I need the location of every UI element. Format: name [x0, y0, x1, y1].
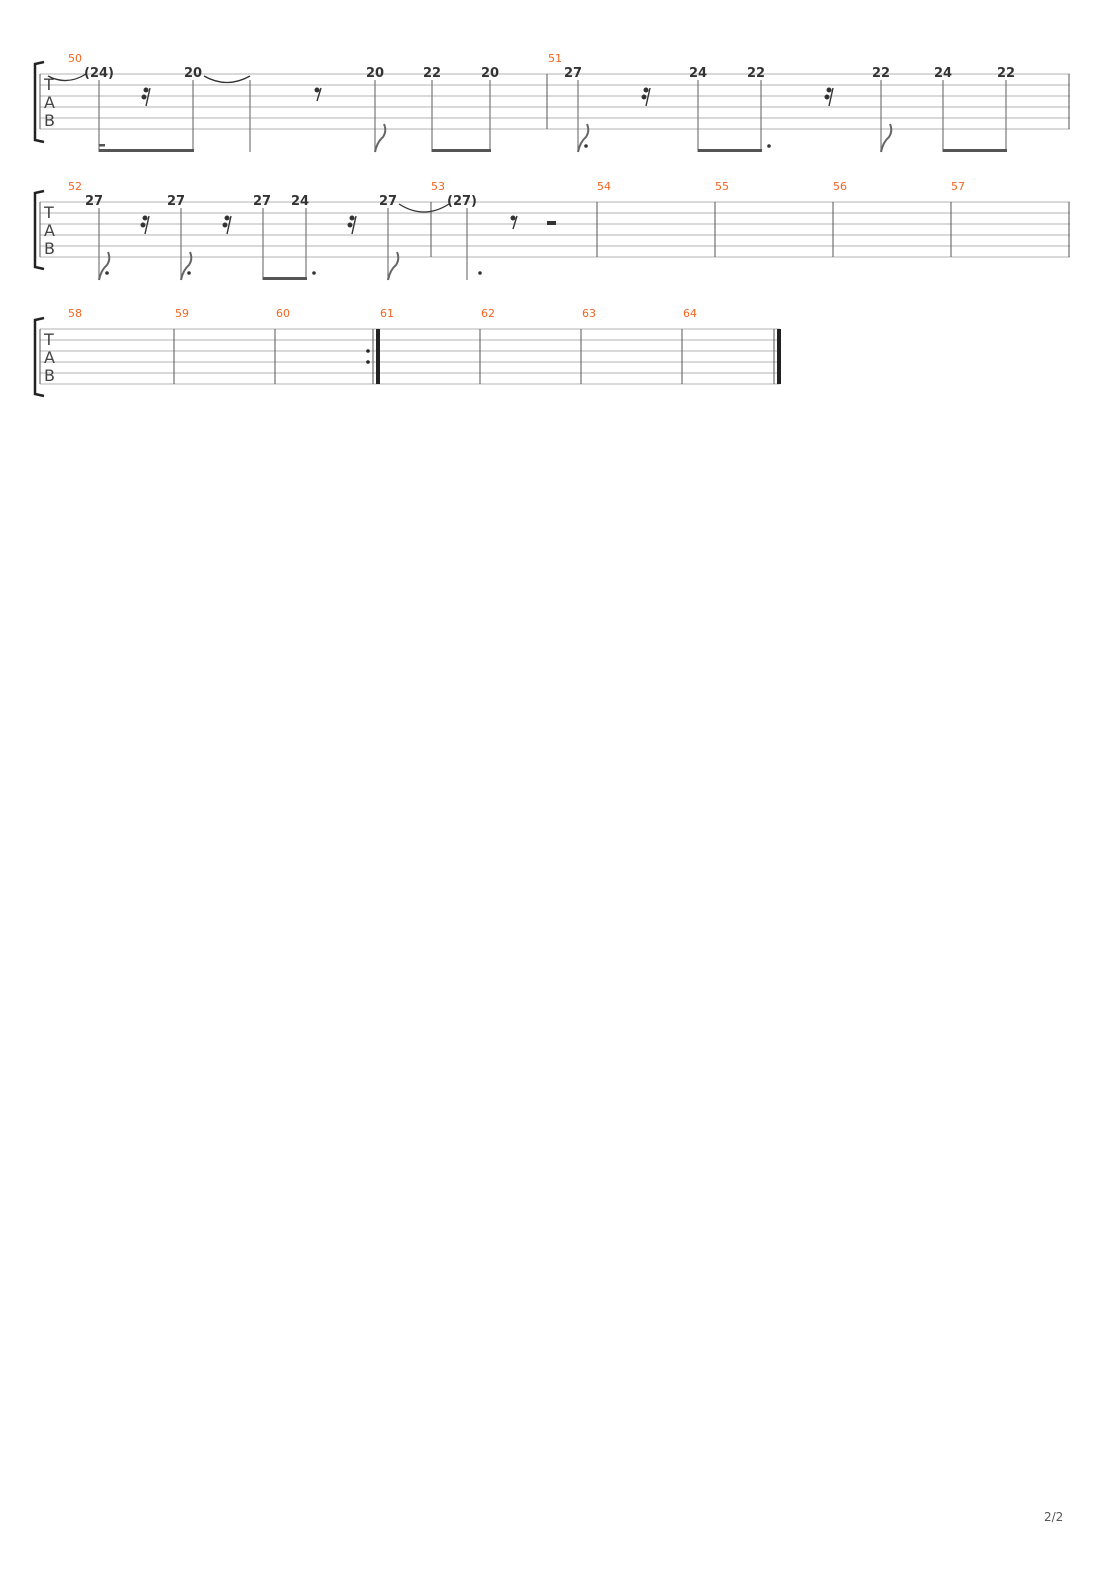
tab-clef-a: A [44, 348, 55, 367]
measure-number: 63 [582, 307, 596, 320]
fret-number: 27 [85, 194, 103, 209]
repeat-end-barline [366, 329, 380, 384]
sixteenth-rest [347, 215, 357, 235]
note-flag [98, 251, 111, 281]
beam [99, 149, 194, 152]
augmentation-dot [105, 271, 109, 275]
tab-system-1: T A B 50 51 (24) 20 20 22 20 27 24 22 22… [33, 52, 1070, 153]
beam [432, 149, 491, 152]
tab-clef-a: A [44, 221, 55, 240]
augmentation-dot [187, 271, 191, 275]
tab-clef-t: T [43, 330, 54, 349]
measure-number: 56 [833, 180, 847, 193]
augmentation-dot [312, 271, 316, 275]
tab-clef-t: T [43, 75, 54, 94]
measure-number: 58 [68, 307, 82, 320]
half-rest [547, 221, 556, 225]
system-bracket [33, 60, 45, 144]
measure-number: 55 [715, 180, 729, 193]
tab-clef-a: A [44, 93, 55, 112]
fret-number: 22 [423, 66, 441, 81]
tab-clef-b: B [44, 239, 55, 258]
fret-number: 22 [872, 66, 890, 81]
eighth-rest [314, 87, 322, 102]
staff-lines [40, 328, 780, 385]
augmentation-dot [584, 144, 588, 148]
augmentation-dot [478, 271, 482, 275]
measure-number: 59 [175, 307, 189, 320]
note-flag [880, 123, 893, 153]
tab-clef-t: T [43, 203, 54, 222]
measure-number: 52 [68, 180, 82, 193]
staff-lines [40, 201, 1070, 258]
fret-number: 24 [689, 66, 707, 81]
system-bracket [33, 189, 45, 271]
tie [398, 203, 450, 213]
fret-number: (27) [447, 194, 477, 209]
measure-number: 62 [481, 307, 495, 320]
tab-clef: T A B [43, 330, 55, 385]
note-flag [387, 251, 400, 281]
note-flag [374, 123, 387, 153]
measure-number: 50 [68, 52, 82, 65]
measure-number: 60 [276, 307, 290, 320]
fret-number: 20 [481, 66, 499, 81]
note-flag [180, 251, 193, 281]
sixteenth-rest [141, 87, 151, 107]
fret-number: 20 [184, 66, 202, 81]
staff-lines [40, 73, 1070, 130]
tie [203, 75, 251, 84]
sixteenth-rest [824, 87, 834, 107]
fret-number: 27 [253, 194, 271, 209]
sixteenth-rest [641, 87, 651, 107]
tab-system-3: T A B 58 59 60 61 62 63 [33, 307, 781, 398]
fret-number: 27 [167, 194, 185, 209]
fret-number: 27 [379, 194, 397, 209]
beam [943, 149, 1007, 152]
beam [698, 149, 762, 152]
fret-number: 20 [366, 66, 384, 81]
measure-number: 57 [951, 180, 965, 193]
fret-number: 24 [934, 66, 952, 81]
sixteenth-rest [222, 215, 232, 235]
page-number: 2/2 [1044, 1510, 1064, 1524]
tab-clef: T A B [43, 75, 55, 130]
tie [47, 73, 87, 82]
fret-number: 27 [564, 66, 582, 81]
measure-number: 61 [380, 307, 394, 320]
fret-number: 22 [997, 66, 1015, 81]
fret-number: 22 [747, 66, 765, 81]
eighth-rest [510, 215, 518, 230]
sixteenth-rest [140, 215, 150, 235]
fret-number: (24) [84, 66, 114, 81]
system-bracket [33, 316, 45, 398]
beam [263, 277, 307, 280]
final-barline [777, 329, 781, 384]
measure-number: 54 [597, 180, 611, 193]
measure-number: 53 [431, 180, 445, 193]
augmentation-dot [767, 144, 771, 148]
tab-clef-b: B [44, 111, 55, 130]
fret-number: 24 [291, 194, 309, 209]
note-flag [577, 123, 590, 153]
tab-system-2: T A B 52 53 54 55 56 57 27 27 27 24 27 [33, 180, 1070, 281]
measure-number: 51 [548, 52, 562, 65]
tab-clef: T A B [43, 203, 55, 258]
measure-number: 64 [683, 307, 697, 320]
beam [99, 144, 105, 147]
tab-clef-b: B [44, 366, 55, 385]
